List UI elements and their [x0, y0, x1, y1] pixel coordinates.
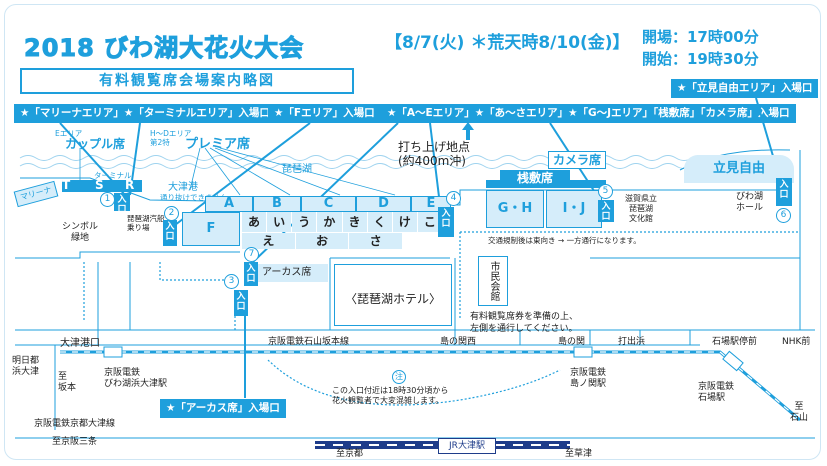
premier-small-label: H〜Dエリア 第2特	[150, 129, 192, 147]
banner-marina-terminal: ★「マリーナエリア」★「ターミナルエリア」入場口	[14, 104, 276, 123]
entrance-4: 入口	[438, 207, 454, 237]
premier-seat-label: プレミア席	[185, 137, 251, 152]
area-t: T	[62, 178, 71, 192]
entrance-2: 入口	[163, 220, 177, 246]
start-time: 開始：19時30分	[642, 50, 759, 68]
seat-area-ij: I・J	[546, 190, 602, 228]
station-ishiba: 京阪電鉄 石場駅	[698, 382, 735, 403]
seat-area-d: D	[356, 196, 411, 212]
seat-hira: あ	[242, 212, 267, 232]
launch-point: 打ち上げ地点 (約400m沖)	[398, 140, 471, 168]
seat-hira: え	[242, 233, 295, 249]
seat-area-f: F	[182, 212, 240, 246]
seat-area-a: A	[205, 196, 253, 212]
marker-7: 7	[244, 247, 259, 262]
camera-seat: カメラ席	[548, 151, 606, 169]
seat-hira: く	[367, 212, 392, 232]
congestion-note: この入口付近は18時30分頃から 花火観覧者で大変混雑します。	[332, 386, 449, 405]
railway	[60, 346, 801, 422]
banner-tachimi: ★「立見自由エリア」入場口	[671, 79, 819, 98]
banner-f-area: ★「Fエリア」入場口	[268, 104, 381, 123]
to-kyoto: 至京都	[336, 449, 364, 459]
sajiki-seat: 桟敷席	[500, 170, 570, 186]
marker-5: 5	[598, 184, 613, 199]
seat-hira: き	[342, 212, 367, 232]
no-passage-note: 通り抜けできません。	[160, 193, 235, 202]
launch-arrow	[462, 122, 474, 140]
ishiba-stop: 石場駅停前	[712, 337, 758, 347]
marker-1: 1	[100, 192, 115, 207]
banner-main-areas: ★「A〜Eエリア」★「あ〜さエリア」★「G〜Jエリア」「桟敷席」「カメラ席」入場…	[381, 104, 796, 123]
open-time: 開場：17時00分	[642, 28, 759, 46]
keihan-kyoto-otsu-line: 京阪電鉄京都大津線	[34, 419, 116, 429]
lake-waves	[19, 155, 773, 169]
seat-hira: け	[392, 212, 417, 232]
traffic-note-1: 交通規制後は東向き	[488, 236, 556, 245]
station-biwako-hamaotsu: 京阪電鉄 びわ湖浜大津駅	[104, 368, 168, 389]
arcus-seat: アーカス席	[258, 264, 328, 282]
to-ishiyama: 至 石山	[790, 402, 809, 423]
station-shimanoseki: 京阪電鉄 島ノ関駅	[570, 368, 607, 389]
couple-small-label: Eエリア	[55, 129, 83, 138]
entrance-3: 入口	[234, 290, 248, 316]
event-title: 2018 びわ湖大花火大会	[23, 34, 305, 63]
seat-hira: う	[292, 212, 317, 232]
to-sanjo: 至京阪三条	[52, 437, 98, 447]
seat-hira: い	[267, 212, 292, 232]
map-frame	[4, 4, 821, 460]
area-r: R	[125, 178, 135, 192]
entrance-7: 入口	[244, 262, 258, 286]
shiminkaikan: 市民会館	[478, 256, 508, 306]
walking-routes	[83, 231, 800, 406]
nhk-stop: NHK前	[782, 337, 811, 347]
seat-area-c: C	[301, 196, 356, 212]
biwako-hall: びわ湖 ホール	[736, 192, 764, 213]
seat-area-gh: G・H	[486, 190, 544, 228]
entrance-6: 入口	[776, 178, 792, 206]
premier-fan	[79, 147, 396, 196]
entrance-5: 入口	[598, 200, 614, 222]
hotel-building	[334, 264, 452, 326]
event-dates: 【8/7(火) ＊荒天時8/10(金)】	[385, 33, 630, 53]
hiragana-row-1: あ い う か き く け こ	[242, 212, 442, 232]
lake-label: 琵琶湖	[282, 164, 312, 175]
shimanoseki: 島の関	[558, 337, 586, 347]
keihan-line-label: 京阪電鉄石山坂本線	[268, 337, 350, 347]
area-s: S	[95, 178, 104, 192]
entrance-1: 入口	[114, 193, 130, 215]
marker-3: 3	[224, 274, 239, 289]
traffic-note: 交通規制後は東向き → 一方通行になります。	[488, 236, 641, 245]
note-mark: 注	[392, 370, 406, 384]
hotel-label: 〈琵琶湖ホテル〉	[345, 292, 442, 306]
banner-arcus: ★「アーカス席」入場口	[160, 399, 286, 418]
tachimi-area: 立見自由	[684, 155, 794, 183]
seat-area-b: B	[253, 196, 301, 212]
boat-pier: 琵琶湖汽船 乗り場	[127, 214, 165, 232]
to-sakamoto: 至 坂本	[58, 372, 77, 393]
map-subtitle: 有料観覧席会場案内略図	[20, 68, 354, 94]
symbol-park: シンボル 緑地	[62, 222, 99, 243]
hiragana-row-2: え お さ	[242, 233, 403, 249]
seat-hira: お	[295, 233, 349, 249]
ticket-note: 有料観覧席券を準備の上、 左側を通行してください。	[470, 312, 579, 334]
to-kusatsu: 至草津	[565, 449, 593, 459]
couple-seat-label: カップル席	[65, 137, 126, 151]
marker-6: 6	[776, 208, 791, 223]
marker-2: 2	[164, 206, 179, 221]
jr-otsu-station: JR大津駅	[438, 438, 496, 454]
event-times: 開場：17時00分 開始：19時30分	[642, 26, 759, 70]
seat-hira: か	[317, 212, 342, 232]
marker-4: 4	[446, 191, 461, 206]
uchidehama: 打出浜	[618, 337, 646, 347]
shimanoseki-nishi: 島の関西	[440, 337, 477, 347]
terminal-bar	[62, 180, 142, 192]
meiji-hamaotsu: 明日都 浜大津	[12, 356, 40, 377]
bunkakan: 滋賀県立 琵琶湖 文化館	[625, 194, 657, 223]
otsuko-label: 大津港	[168, 182, 198, 193]
terminal-label: ターミナル	[94, 171, 132, 180]
traffic-note-2: 一方通行になります。	[566, 236, 641, 245]
seat-hira: さ	[349, 233, 403, 249]
otsuko-guchi: 大津港口	[60, 338, 100, 349]
seat-hira: こ	[417, 212, 442, 232]
